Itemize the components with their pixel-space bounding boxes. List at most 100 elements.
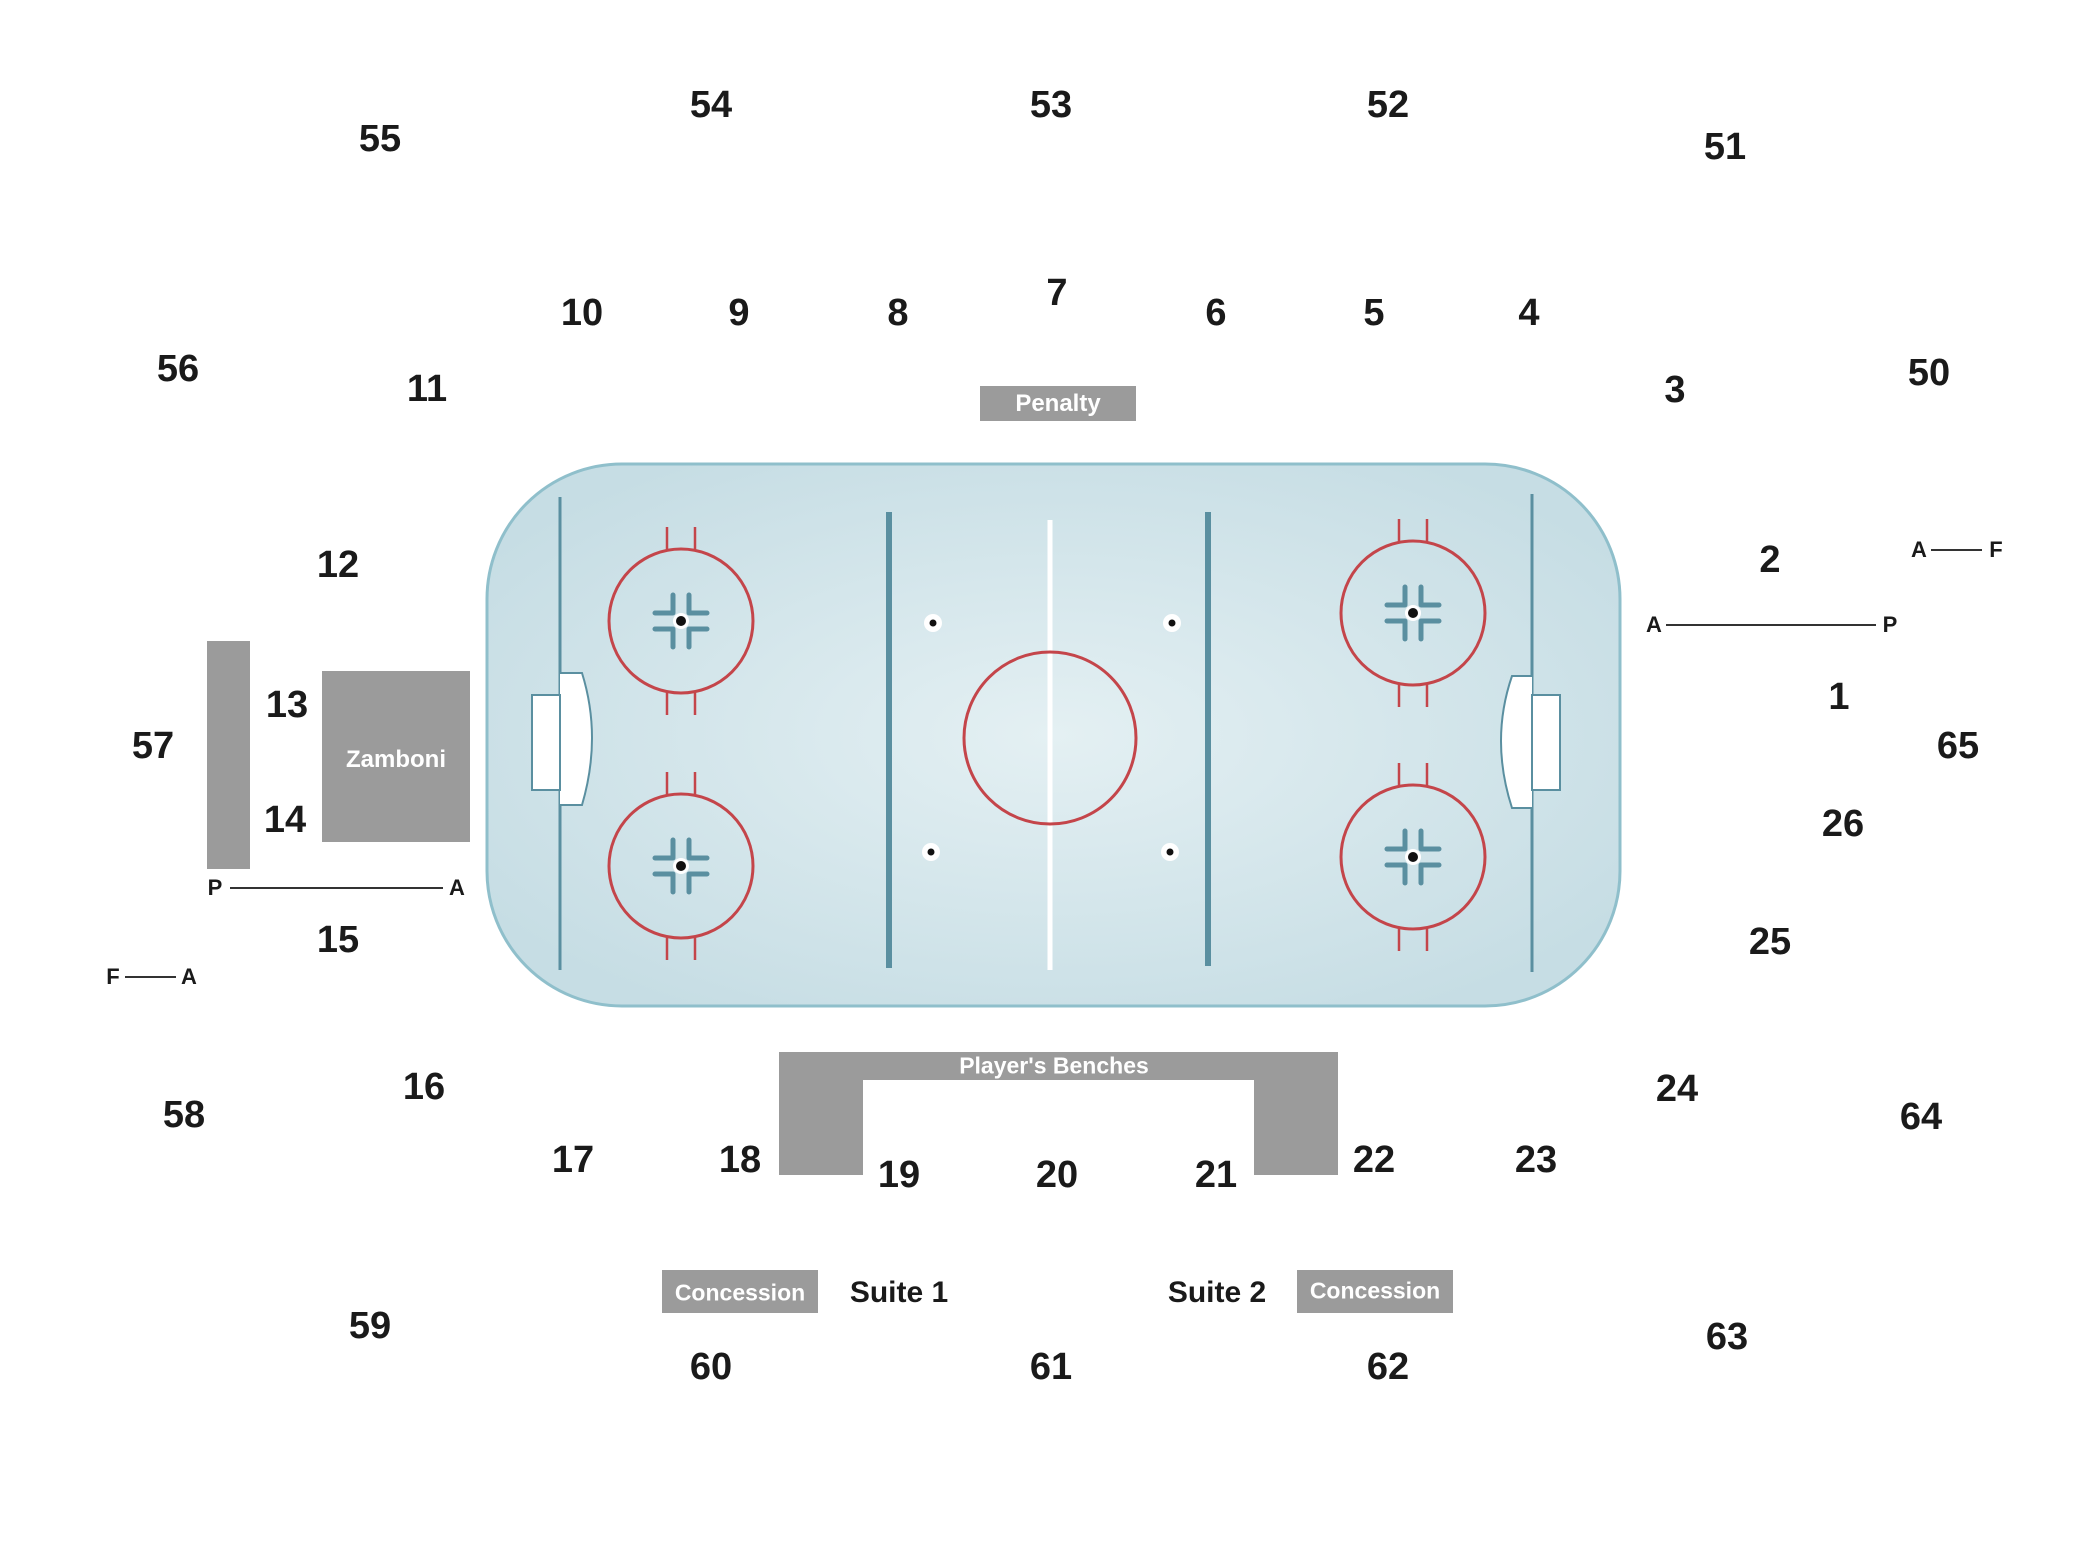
faceoff-dot: [1408, 608, 1418, 618]
section-58[interactable]: 58: [162, 1094, 206, 1136]
concession-left-box: [662, 1270, 818, 1313]
section-11[interactable]: 11: [406, 368, 448, 410]
section-25[interactable]: 25: [1748, 921, 1792, 963]
net-right: [1531, 694, 1561, 791]
marker-left2-a: A: [181, 964, 197, 989]
marker-left-pa-line: [230, 887, 443, 889]
faceoff-crosshair: [686, 592, 710, 616]
section-56[interactable]: 56: [156, 348, 200, 390]
section-52[interactable]: 52: [1366, 84, 1410, 126]
faceoff-crosshair: [1384, 618, 1408, 642]
section-8[interactable]: 8: [887, 292, 909, 334]
section-9[interactable]: 9: [728, 292, 750, 334]
marker-right-a: A: [1646, 612, 1662, 637]
section-26[interactable]: 26: [1821, 803, 1865, 845]
section-14[interactable]: 14: [263, 799, 307, 841]
section-3[interactable]: 3: [1664, 369, 1686, 411]
faceoff-crosshair: [652, 837, 676, 861]
marker-left-p: P: [207, 875, 223, 900]
section-65[interactable]: 65: [1936, 725, 1980, 767]
faceoff-crosshair: [1418, 828, 1442, 852]
section-24[interactable]: 24: [1655, 1068, 1699, 1110]
marker-left-a: A: [449, 875, 465, 900]
faceoff-crosshair: [1418, 584, 1442, 608]
section-2[interactable]: 2: [1759, 539, 1781, 581]
player-bench-right: [1254, 1052, 1338, 1175]
section-60[interactable]: 60: [689, 1346, 733, 1388]
marker-right-p: P: [1882, 612, 1898, 637]
faceoff-crosshair: [1418, 862, 1442, 886]
section-16[interactable]: 16: [402, 1066, 446, 1108]
section-10[interactable]: 10: [560, 292, 604, 334]
section-19[interactable]: 19: [877, 1154, 921, 1196]
marker-left-fa-line: [125, 976, 176, 978]
faceoff-dot: [676, 616, 686, 626]
rink-surface: [485, 462, 1622, 1008]
section-55[interactable]: 55: [358, 118, 402, 160]
marker-left2-f: F: [106, 964, 120, 989]
section-63[interactable]: 63: [1705, 1316, 1749, 1358]
faceoff-crosshair: [1384, 862, 1408, 886]
section-23[interactable]: 23: [1514, 1139, 1558, 1181]
suite-1[interactable]: Suite 1: [849, 1276, 949, 1309]
crease-right: [1500, 675, 1532, 809]
faceoff-crosshair: [1418, 618, 1442, 642]
faceoff-crosshair: [652, 626, 676, 650]
center-circle: [962, 650, 1138, 826]
section-13[interactable]: 13: [265, 684, 309, 726]
faceoff-crosshair: [686, 871, 710, 895]
faceoff-dot: [1408, 852, 1418, 862]
section-18[interactable]: 18: [718, 1139, 762, 1181]
concession-left-label: Concession: [674, 1279, 806, 1306]
faceoff-crosshair: [686, 837, 710, 861]
section-1[interactable]: 1: [1828, 676, 1850, 718]
zamboni-box: [322, 671, 470, 842]
section-5[interactable]: 5: [1363, 292, 1385, 334]
faceoff-circle-4: [1339, 783, 1487, 931]
section-59[interactable]: 59: [348, 1305, 392, 1347]
faceoff-circle-2: [607, 792, 755, 940]
marker-right2-a: A: [1911, 537, 1927, 562]
faceoff-circles: [607, 519, 1487, 960]
penalty-box: [980, 386, 1136, 421]
marker-right-af-line: [1931, 549, 1982, 551]
player-benches-top: [779, 1052, 1338, 1080]
section-54[interactable]: 54: [689, 84, 733, 126]
section-20[interactable]: 20: [1035, 1154, 1079, 1196]
section-4[interactable]: 4: [1518, 292, 1540, 334]
section-57[interactable]: 57: [131, 725, 175, 767]
section-51[interactable]: 51: [1703, 126, 1747, 168]
section-22[interactable]: 22: [1352, 1139, 1396, 1181]
player-benches-label: Player's Benches: [959, 1052, 1149, 1079]
faceoff-crosshair: [1384, 584, 1408, 608]
section-12[interactable]: 12: [316, 544, 360, 586]
section-21[interactable]: 21: [1194, 1154, 1238, 1196]
section-6[interactable]: 6: [1205, 292, 1227, 334]
zamboni-label: Zamboni: [346, 746, 446, 773]
faceoff-crosshair: [686, 626, 710, 650]
section-61[interactable]: 61: [1029, 1346, 1073, 1388]
section-7[interactable]: 7: [1046, 272, 1068, 314]
section-53[interactable]: 53: [1029, 84, 1073, 126]
faceoff-circle-1: [607, 547, 755, 695]
section-50[interactable]: 50: [1907, 352, 1951, 394]
suite-2[interactable]: Suite 2: [1167, 1276, 1267, 1309]
net-left: [531, 694, 561, 791]
faceoff-circle-3: [1339, 539, 1487, 687]
faceoff-crosshair: [1384, 828, 1408, 852]
section-17[interactable]: 17: [551, 1139, 595, 1181]
section-62[interactable]: 62: [1366, 1346, 1410, 1388]
player-bench-left: [779, 1052, 863, 1175]
penalty-label: Penalty: [1015, 390, 1101, 417]
neutral-faceoff-dots: [922, 614, 1181, 861]
marker-right2-f: F: [1989, 537, 2003, 562]
crease-left: [560, 672, 593, 806]
section-64[interactable]: 64: [1899, 1096, 1943, 1138]
faceoff-crosshair: [652, 592, 676, 616]
section-15[interactable]: 15: [316, 919, 360, 961]
concession-right-label: Concession: [1309, 1277, 1441, 1304]
faceoff-dot: [676, 861, 686, 871]
left-tunnel-box: [207, 641, 250, 869]
